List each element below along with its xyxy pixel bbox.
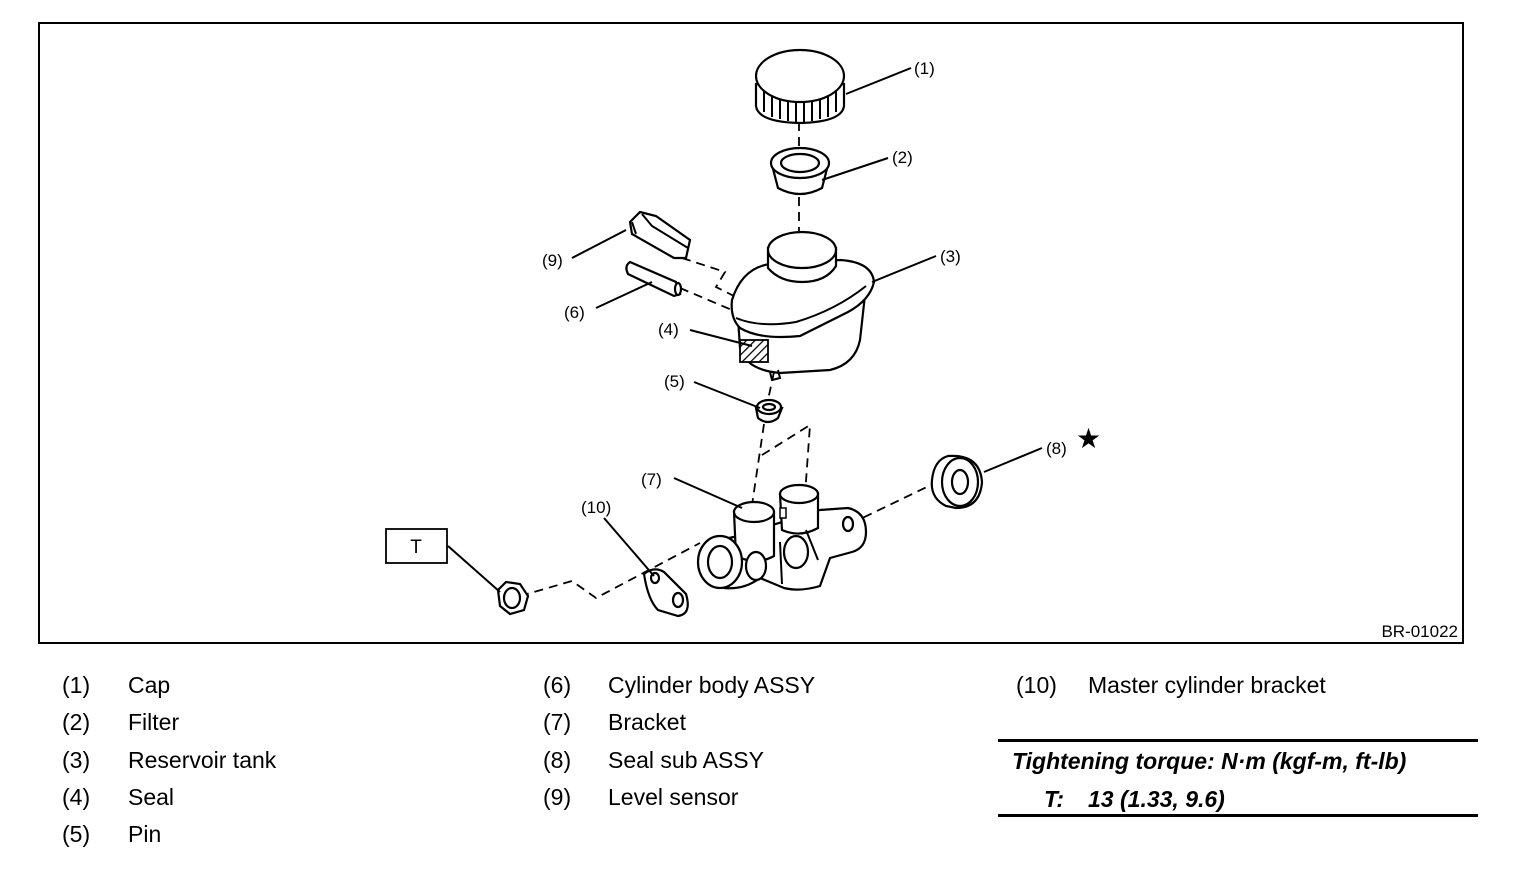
torque-label-text: T: [410, 537, 422, 558]
legend-number: (9): [543, 784, 572, 810]
callout-2: (2): [892, 148, 913, 167]
callout-10: (10): [581, 498, 611, 517]
special-star-icon: ★: [1076, 423, 1101, 454]
torque-table: Tightening torque: N·m (kgf-m, ft-lb) T:…: [998, 739, 1478, 817]
leader-lines: [447, 67, 1043, 593]
callout-1: (1): [914, 59, 935, 78]
legend-name: Master cylinder bracket: [1088, 672, 1326, 698]
torque-heading: Tightening torque: N·m (kgf-m, ft-lb): [1012, 748, 1407, 774]
level-sensor-part: [628, 210, 692, 260]
callout-4: (4): [658, 320, 679, 339]
legend-name: Seal sub ASSY: [608, 747, 764, 773]
seal-sub-assy-part: [930, 454, 984, 510]
legend-name: Cylinder body ASSY: [608, 672, 816, 698]
torque-row: T: 13 (1.33, 9.6): [1044, 786, 1225, 813]
legend-number: (6): [543, 672, 572, 698]
master-cylinder-part: [696, 483, 868, 591]
callout-6: (6): [564, 303, 585, 322]
legend-name: Reservoir tank: [128, 747, 277, 773]
legend-number: (1): [62, 672, 91, 698]
torque-label-box: [385, 528, 448, 564]
assembly-lines: [519, 122, 936, 600]
legend-number: (2): [62, 709, 91, 735]
figure-code: BR-01022: [1381, 622, 1458, 641]
reservoir-tank-part: [730, 230, 876, 382]
legend-number: (4): [62, 784, 91, 810]
legend-name: Seal: [128, 784, 175, 810]
legend-name: Filter: [128, 709, 180, 735]
cylinder-body-pin-part: [625, 260, 683, 298]
torque-key: T:: [1044, 786, 1065, 812]
torque-value: 13 (1.33, 9.6): [1088, 786, 1225, 812]
callout-3: (3): [940, 247, 961, 266]
legend-name: Bracket: [608, 709, 686, 735]
legend-name: Level sensor: [608, 784, 739, 810]
legend-name: Cap: [128, 672, 171, 698]
legend-number: (3): [62, 747, 91, 773]
exploded-diagram: T (1) (2) (3) (4) (5) (6) (7) (8) (9) (1…: [385, 48, 1458, 641]
pin-part: [754, 398, 784, 424]
cap-part: [754, 48, 846, 125]
filter-part: [769, 146, 831, 196]
legend-number: (8): [543, 747, 572, 773]
callout-7: (7): [641, 470, 662, 489]
master-cylinder-bracket-part: [642, 568, 689, 618]
figure-frame: [38, 22, 1464, 644]
nut-part: [496, 580, 530, 616]
legend-number: (7): [543, 709, 572, 735]
legend-name: Pin: [128, 821, 162, 847]
legend-number: (5): [62, 821, 91, 847]
callout-8: (8): [1046, 439, 1067, 458]
legend-number: (10): [1016, 672, 1057, 698]
callout-5: (5): [664, 372, 685, 391]
callout-9: (9): [542, 251, 563, 270]
